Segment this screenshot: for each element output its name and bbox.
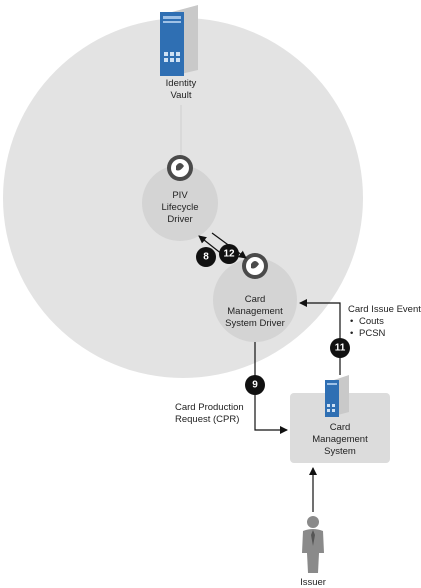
cms-box <box>290 393 390 463</box>
piv-lifecycle-driver-circle <box>142 165 218 241</box>
cpr-label-1: Card Production <box>175 402 244 413</box>
cms-server-icon <box>325 375 349 417</box>
card-issue-event-title: Card Issue Event <box>348 304 421 315</box>
step-badge-8-label: 8 <box>203 252 209 263</box>
cms-driver-label-3: System Driver <box>225 318 285 329</box>
cpr-label-2: Request (CPR) <box>175 414 239 425</box>
cms-label-3: System <box>324 446 356 457</box>
step-badge-12-label: 12 <box>223 249 235 260</box>
step-badge-11-label: 11 <box>335 343 346 354</box>
step-badge-12 <box>219 244 239 264</box>
cms-label-1: Card <box>330 422 351 433</box>
identity-vault-label-2: Vault <box>171 90 192 101</box>
step-badge-9-label: 9 <box>252 380 258 391</box>
piv-driver-icon <box>167 155 193 181</box>
piv-driver-label-3: Driver <box>167 214 192 225</box>
cms-driver-icon <box>242 253 268 279</box>
arrow-step-9 <box>254 342 288 434</box>
piv-driver-label-1: PIV <box>172 190 188 201</box>
step-badge-9 <box>245 375 265 395</box>
cms-driver-label-2: Management <box>227 306 283 317</box>
cms-label-2: Management <box>312 434 368 445</box>
card-issue-bullet-dot-1: • <box>350 316 353 327</box>
cms-driver-circle <box>213 258 297 342</box>
identity-vault-server-icon <box>160 5 198 76</box>
cms-driver-label-1: Card <box>245 294 266 305</box>
piv-driver-label-2: Lifecycle <box>162 202 199 213</box>
card-issue-bullet-dot-2: • <box>350 328 353 339</box>
issuer-person-icon <box>302 516 324 573</box>
card-issue-bullet-2: PCSN <box>359 328 386 339</box>
issuer-label: Issuer <box>300 577 326 588</box>
card-issue-bullet-1: Couts <box>359 316 384 327</box>
step-badge-8 <box>196 247 216 267</box>
identity-vault-label-1: Identity <box>166 78 197 89</box>
step-badge-11 <box>330 338 350 358</box>
